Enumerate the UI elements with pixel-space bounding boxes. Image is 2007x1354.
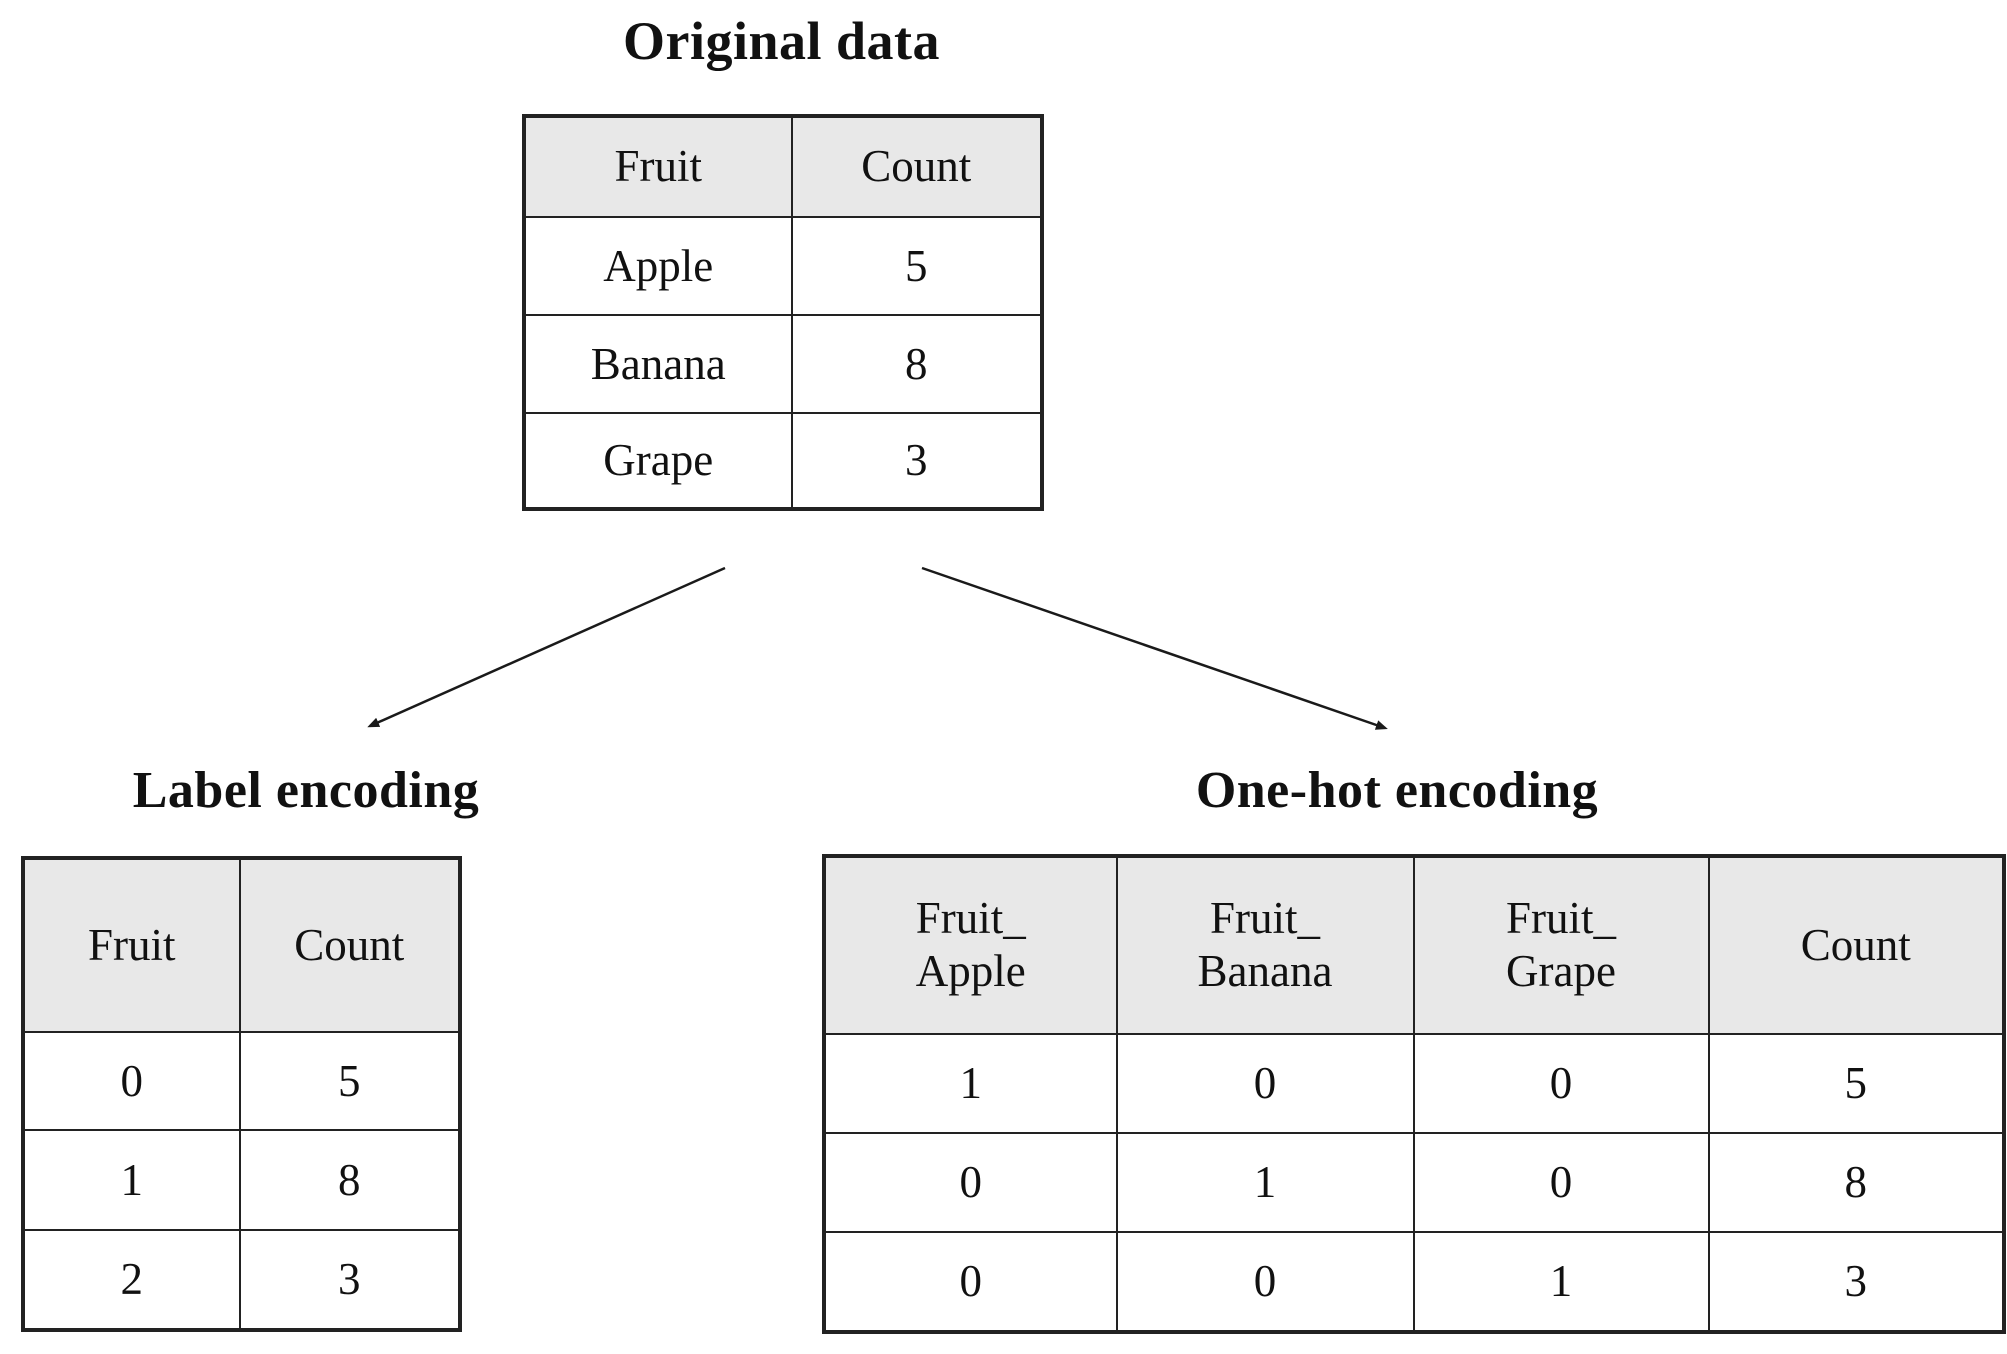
table-row: 0 1 0 8	[823, 1131, 2005, 1233]
label-cell-count: 3	[238, 1228, 461, 1331]
original-cell-fruit: Apple	[523, 215, 793, 316]
label-header-fruit: Fruit	[22, 857, 241, 1033]
label-cell-count: 8	[238, 1128, 461, 1231]
header-line: Fruit_	[1505, 893, 1617, 944]
onehot-cell: 5	[1707, 1032, 2005, 1134]
label-cell-fruit: 0	[22, 1030, 241, 1131]
label-cell-count: 5	[238, 1030, 461, 1131]
onehot-cell: 1	[1115, 1131, 1415, 1233]
table-row: Grape 3	[523, 411, 1043, 510]
onehot-cell: 0	[823, 1131, 1118, 1233]
label-encoding-title: Label encoding	[132, 762, 480, 819]
header-line: Fruit_	[1209, 893, 1321, 944]
original-data-table: Fruit Count Apple 5 Banana 8 Grape 3	[522, 114, 1044, 511]
onehot-cell: 0	[1412, 1032, 1710, 1134]
onehot-cell: 1	[823, 1032, 1118, 1134]
onehot-header-fruit-apple: Fruit_ Apple	[823, 855, 1118, 1035]
original-cell-count: 3	[790, 411, 1043, 510]
label-cell-fruit: 1	[22, 1128, 241, 1231]
onehot-cell: 1	[1412, 1230, 1710, 1333]
label-header-count: Count	[238, 857, 461, 1033]
onehot-header-fruit-banana: Fruit_ Banana	[1115, 855, 1415, 1035]
onehot-cell: 0	[1412, 1131, 1710, 1233]
table-row: 1 8	[22, 1128, 461, 1231]
table-header-row: Fruit Count	[22, 857, 461, 1033]
table-row: Banana 8	[523, 313, 1043, 414]
original-cell-fruit: Grape	[523, 411, 793, 510]
onehot-header-count: Count	[1707, 855, 2005, 1035]
arrow-to-label-encoding	[367, 566, 726, 728]
original-cell-fruit: Banana	[523, 313, 793, 414]
header-line: Fruit_	[915, 893, 1026, 944]
table-header-row: Fruit_ Apple Fruit_ Banana Fruit_ Grape …	[823, 855, 2005, 1035]
onehot-cell: 3	[1707, 1230, 2005, 1333]
onehot-encoding-title: One-hot encoding	[1195, 762, 1599, 819]
original-header-fruit: Fruit	[523, 115, 793, 218]
table-row: 2 3	[22, 1228, 461, 1331]
original-data-title: Original data	[622, 11, 941, 71]
onehot-cell: 0	[823, 1230, 1118, 1333]
table-header-row: Fruit Count	[523, 115, 1043, 218]
original-cell-count: 8	[790, 313, 1043, 414]
table-row: Apple 5	[523, 215, 1043, 316]
label-cell-fruit: 2	[22, 1228, 241, 1331]
onehot-cell: 0	[1115, 1032, 1415, 1134]
original-cell-count: 5	[790, 215, 1043, 316]
header-line: Grape	[1506, 946, 1616, 997]
table-row: 0 5	[22, 1030, 461, 1131]
onehot-encoding-table: Fruit_ Apple Fruit_ Banana Fruit_ Grape …	[822, 854, 2006, 1334]
header-line: Apple	[915, 946, 1026, 997]
onehot-cell: 0	[1115, 1230, 1415, 1333]
table-row: 0 0 1 3	[823, 1230, 2005, 1333]
header-line: Banana	[1197, 946, 1333, 997]
original-header-count: Count	[790, 115, 1043, 218]
onehot-cell: 8	[1707, 1131, 2005, 1233]
table-row: 1 0 0 5	[823, 1032, 2005, 1134]
arrow-to-onehot-encoding	[921, 566, 1388, 730]
onehot-header-fruit-grape: Fruit_ Grape	[1412, 855, 1710, 1035]
label-encoding-table: Fruit Count 0 5 1 8 2 3	[21, 856, 462, 1332]
